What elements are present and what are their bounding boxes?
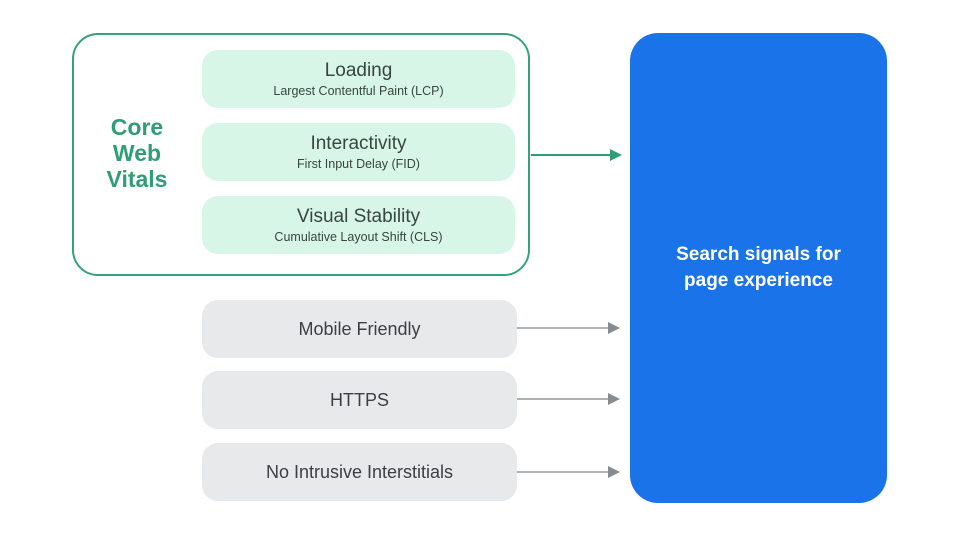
card-loading-title: Loading xyxy=(324,60,393,81)
signal-box-https: HTTPS xyxy=(202,371,517,429)
signal-label-mobile-friendly: Mobile Friendly xyxy=(298,318,421,339)
arrow-stem xyxy=(517,327,610,329)
card-interactivity: Interactivity First Input Delay (FID) xyxy=(202,123,515,181)
signal-label-no-intrusive-interstitials: No Intrusive Interstitials xyxy=(265,461,454,482)
card-interactivity-subtitle: First Input Delay (FID) xyxy=(297,157,420,171)
arrow-head-icon xyxy=(608,393,620,405)
card-loading: Loading Largest Contentful Paint (LCP) xyxy=(202,50,515,108)
card-visual-stability-title: Visual Stability xyxy=(296,206,421,227)
arrow-https-to-panel xyxy=(517,393,620,405)
core-web-vitals-label: Core Web Vitals xyxy=(106,114,168,192)
card-loading-subtitle: Largest Contentful Paint (LCP) xyxy=(273,84,444,98)
arrow-head-icon xyxy=(610,149,622,161)
arrow-head-icon xyxy=(608,322,620,334)
arrow-head-icon xyxy=(608,466,620,478)
card-visual-stability: Visual Stability Cumulative Layout Shift… xyxy=(202,196,515,254)
search-signals-panel-label: Search signals for page experience xyxy=(676,244,841,291)
arrow-mobile-friendly-to-panel xyxy=(517,322,620,334)
signal-label-https: HTTPS xyxy=(329,389,389,410)
card-visual-stability-subtitle: Cumulative Layout Shift (CLS) xyxy=(274,230,443,244)
signal-box-no-intrusive-interstitials: No Intrusive Interstitials xyxy=(202,443,517,501)
arrow-stem xyxy=(517,471,610,473)
card-interactivity-title: Interactivity xyxy=(310,133,407,154)
signal-box-mobile-friendly: Mobile Friendly xyxy=(202,300,517,358)
search-signals-panel: Search signals for page experience xyxy=(630,33,887,503)
arrow-stem xyxy=(517,398,610,400)
arrow-interstitials-to-panel xyxy=(517,466,620,478)
arrow-stem xyxy=(531,154,612,156)
arrow-core-web-vitals-to-panel xyxy=(531,149,622,161)
